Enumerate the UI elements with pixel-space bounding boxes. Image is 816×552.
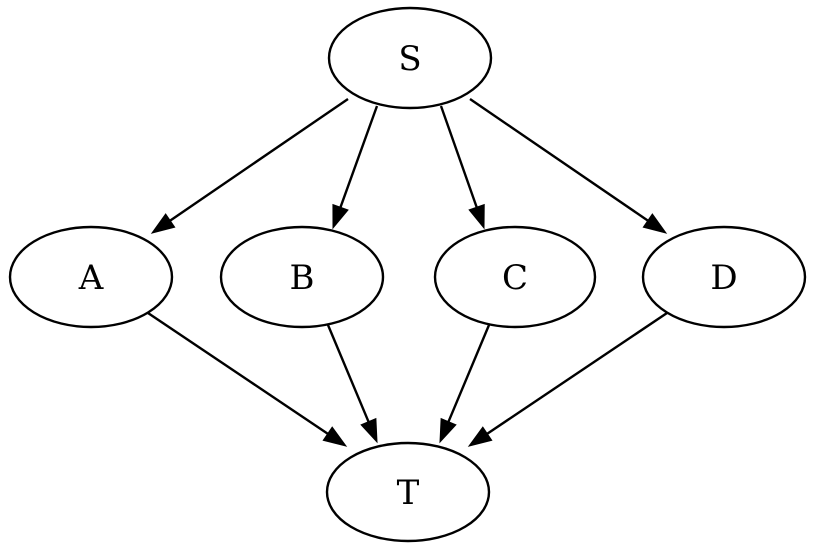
edges-layer (147, 98, 668, 447)
edge-s-to-d (469, 98, 668, 234)
edge-arrowhead (332, 203, 349, 230)
node-ellipse-a[interactable] (8, 225, 174, 329)
edge-line (339, 105, 379, 208)
node-ellipse-s[interactable] (327, 6, 493, 110)
edge-s-to-a (150, 98, 349, 234)
nodes-layer: S A B C D T (8, 6, 807, 543)
edge-line (169, 98, 349, 222)
edge-arrowhead (467, 426, 493, 447)
node-label-c: C (502, 258, 528, 298)
node-a[interactable]: A (8, 225, 174, 329)
node-d[interactable]: D (641, 225, 807, 329)
node-label-b: B (290, 258, 315, 298)
edge-line (469, 98, 649, 222)
edge-arrowhead (642, 213, 668, 234)
edge-b-to-t (326, 324, 378, 444)
node-ellipse-d[interactable] (641, 225, 807, 329)
node-label-d: D (710, 258, 737, 298)
node-label-t: T (397, 473, 420, 513)
edge-arrowhead (439, 417, 457, 444)
edge-line (326, 324, 370, 423)
node-label-s: S (398, 39, 421, 79)
edge-line (447, 324, 491, 423)
edge-arrowhead (468, 203, 485, 230)
edge-line (439, 105, 478, 208)
node-ellipse-t[interactable] (325, 441, 491, 543)
edge-s-to-b (332, 105, 379, 230)
edge-arrowhead (322, 426, 348, 447)
node-b[interactable]: B (219, 225, 385, 329)
node-s[interactable]: S (327, 6, 493, 110)
edge-arrowhead (360, 417, 378, 444)
node-t[interactable]: T (325, 441, 491, 543)
node-label-a: A (78, 258, 104, 298)
edge-a-to-t (147, 312, 348, 447)
node-c[interactable]: C (433, 225, 597, 329)
node-ellipse-c[interactable] (433, 225, 597, 329)
edge-line (147, 312, 329, 435)
edge-s-to-c (439, 105, 485, 230)
edge-c-to-t (439, 324, 491, 444)
node-ellipse-b[interactable] (219, 225, 385, 329)
edge-line (486, 312, 668, 435)
edge-d-to-t (467, 312, 668, 447)
edge-arrowhead (150, 213, 176, 234)
